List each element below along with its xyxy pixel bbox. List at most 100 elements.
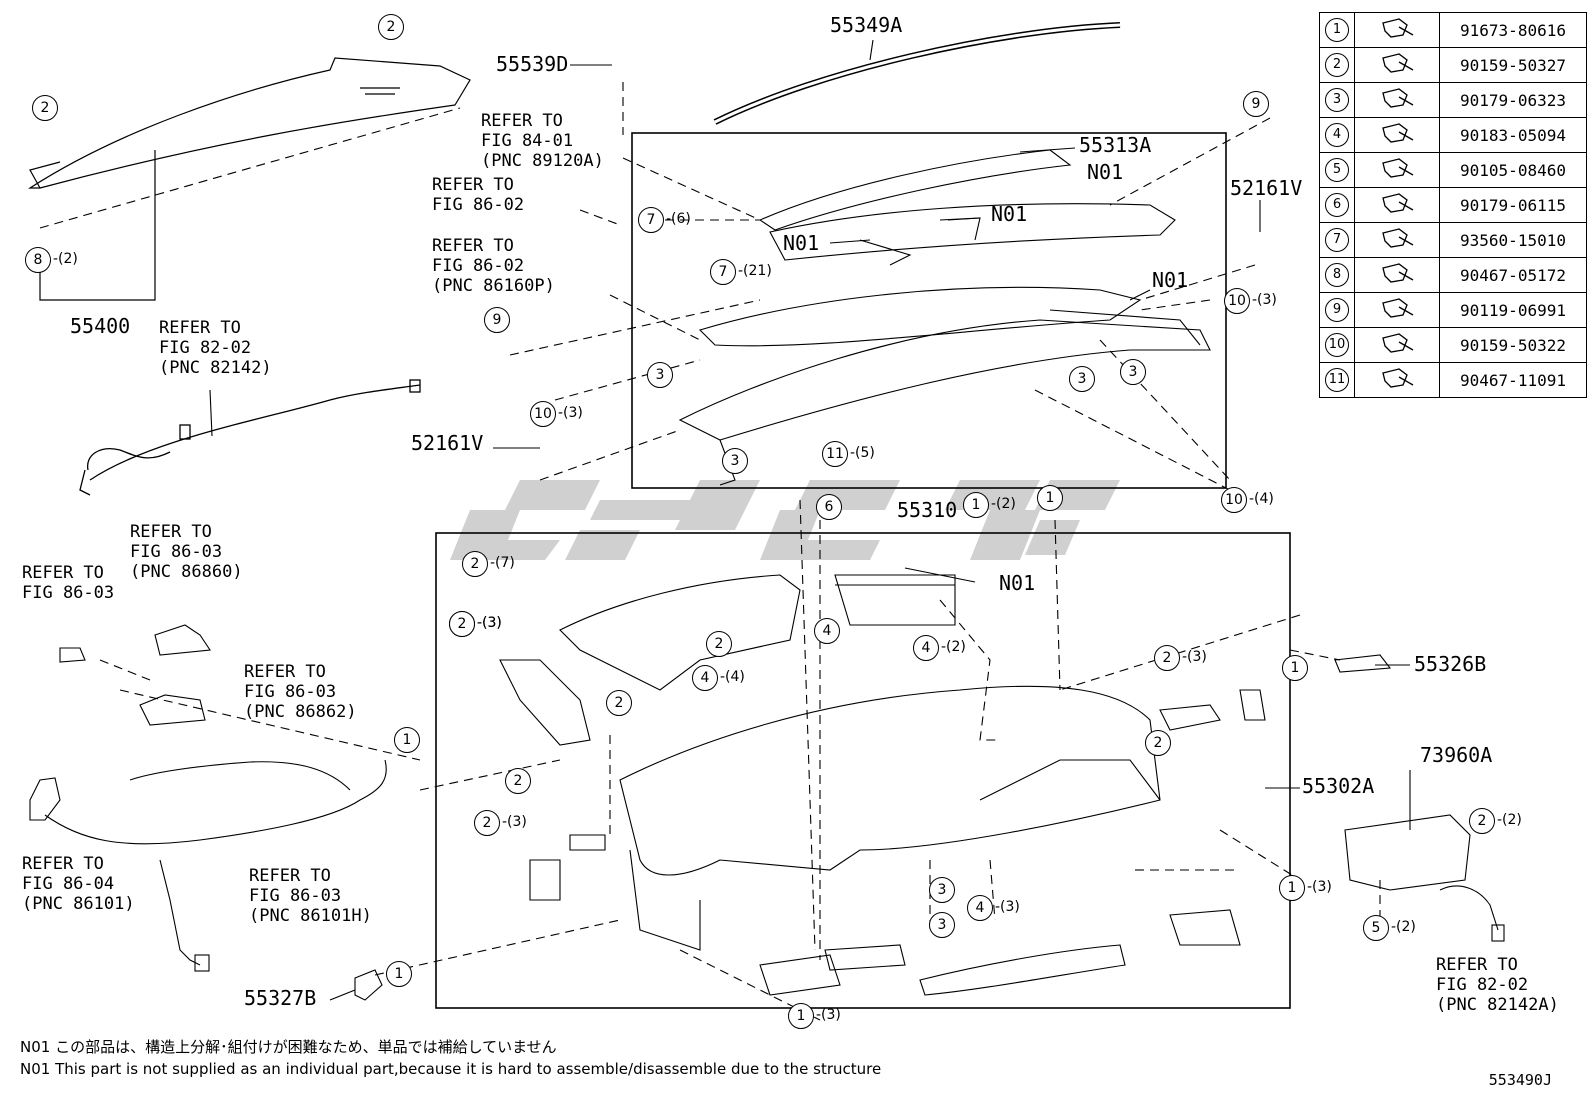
callout-circle: 1	[1279, 875, 1305, 901]
upper-panel-shapes	[678, 149, 1211, 486]
callout-circle: 1	[1282, 655, 1308, 681]
label-n01-e: N01	[999, 571, 1036, 595]
fastener-number: 3	[1325, 88, 1349, 112]
callout-quantity: -(5)	[850, 445, 875, 461]
label-52161V-top: 52161V	[1230, 176, 1303, 200]
fastener-number: 10	[1325, 333, 1349, 357]
callout-quantity: -(4)	[1249, 491, 1274, 507]
callout-circle: 2	[474, 810, 500, 836]
callout-circle: 2	[378, 14, 404, 40]
ref-fig-86-03-86862: REFER TO FIG 86-03 (PNC 86862)	[244, 662, 357, 722]
callout-circle: 1	[963, 492, 989, 518]
fastener-part-number: 93560-15010	[1439, 222, 1587, 258]
leader-lines	[39, 82, 1381, 1021]
upper-assembly-frame	[631, 132, 1227, 489]
callout-circle: 3	[1120, 359, 1146, 385]
fastener-part-number: 90467-11091	[1439, 362, 1587, 398]
callout-quantity: -(3)	[1182, 649, 1207, 665]
callout-circle: 2	[462, 551, 488, 577]
fastener-icon	[1354, 152, 1440, 188]
fastener-row: 1 91673-80616	[1319, 12, 1587, 48]
callout-quantity: -(2)	[941, 639, 966, 655]
label-52161V-left: 52161V	[411, 431, 484, 455]
callout-quantity: -(3)	[995, 899, 1020, 915]
callout-circle: 1	[788, 1003, 814, 1029]
callout-circle: 3	[722, 448, 748, 474]
fastener-part-number: 90119-06991	[1439, 292, 1587, 328]
callout-circle: 8	[25, 247, 51, 273]
ref-fig-86-03-86101h: REFER TO FIG 86-03 (PNC 86101H)	[249, 866, 372, 926]
callout-circle: 10	[1221, 487, 1247, 513]
fastener-row: 8 90467-05172	[1319, 257, 1587, 293]
fastener-part-number: 90159-50322	[1439, 327, 1587, 363]
callout-circle: 2	[706, 631, 732, 657]
callout-circle: 2	[1469, 808, 1495, 834]
callout-circle: 10	[530, 401, 556, 427]
callout-quantity: -(6)	[666, 211, 691, 227]
fastener-icon	[1354, 362, 1440, 398]
fastener-number: 7	[1325, 228, 1349, 252]
fastener-icon	[1354, 47, 1440, 83]
callout-circle: 3	[929, 877, 955, 903]
callout-circle: 1	[1037, 485, 1063, 511]
label-n01-a: N01	[1087, 160, 1124, 184]
callout-circle: 2	[32, 95, 58, 121]
ref-fig-86-03-86860: REFER TO FIG 86-03 (PNC 86860)	[130, 522, 243, 582]
fastener-icon	[1354, 222, 1440, 258]
callout-quantity: -(21)	[738, 263, 772, 279]
callout-quantity: -(3)	[1252, 292, 1277, 308]
ref-fig-86-04: REFER TO FIG 86-04 (PNC 86101)	[22, 854, 135, 914]
label-n01-d: N01	[1152, 268, 1189, 292]
note-japanese: N01 この部品は、構造上分解･組付けが困難なため、単品では補給していません	[20, 1038, 557, 1056]
callout-circle: 3	[929, 912, 955, 938]
solid-leaders	[209, 39, 1411, 1001]
callout-quantity: -(2)	[991, 496, 1016, 512]
label-n01-b: N01	[991, 202, 1028, 226]
callout-circle: 2	[449, 611, 475, 637]
callout-circle: 1	[394, 727, 420, 753]
ref-fig-86-03: REFER TO FIG 86-03	[22, 563, 115, 603]
callout-quantity: -(7)	[490, 555, 515, 571]
fastener-icon	[1354, 117, 1440, 153]
label-55313A: 55313A	[1079, 133, 1152, 157]
fastener-number: 5	[1325, 158, 1349, 182]
fastener-number: 8	[1325, 263, 1349, 287]
callout-circle: 2	[1154, 645, 1180, 671]
fastener-row: 10 90159-50322	[1319, 327, 1587, 363]
defroster-panel-shape	[27, 57, 471, 301]
callout-circle: 7	[638, 207, 664, 233]
callout-quantity: -(3)	[1307, 879, 1332, 895]
callout-circle: 1	[386, 961, 412, 987]
callout-circle: 2	[606, 690, 632, 716]
callout-circle: 10	[1224, 288, 1250, 314]
ref-fig-84-01: REFER TO FIG 84-01 (PNC 89120A)	[481, 111, 604, 171]
callout-quantity: -(2)	[1391, 919, 1416, 935]
callout-circle: 2	[1145, 730, 1171, 756]
label-55327B: 55327B	[244, 986, 317, 1010]
watermark	[450, 480, 1120, 560]
fastener-part-number: 90467-05172	[1439, 257, 1587, 293]
callout-quantity: -(3)	[558, 405, 583, 421]
label-55302A: 55302A	[1302, 774, 1375, 798]
note-english: N01 This part is not supplied as an indi…	[20, 1060, 882, 1078]
fastener-row: 7 93560-15010	[1319, 222, 1587, 258]
fastener-icon	[1354, 292, 1440, 328]
fastener-number: 6	[1325, 193, 1349, 217]
fastener-number: 1	[1325, 18, 1349, 42]
ref-fig-82-02-82142a: REFER TO FIG 82-02 (PNC 82142A)	[1436, 955, 1559, 1015]
ref-fig-82-02: REFER TO FIG 82-02 (PNC 82142)	[159, 318, 272, 378]
fastener-icon	[1354, 12, 1440, 48]
callout-circle: 9	[484, 307, 510, 333]
callout-circle: 4	[913, 635, 939, 661]
weatherstrip-shape	[713, 22, 1121, 125]
fastener-icon	[1354, 327, 1440, 363]
fastener-icon	[1354, 82, 1440, 118]
ref-fig-86-02-a: REFER TO FIG 86-02	[432, 175, 525, 215]
lower-panel-shapes	[499, 574, 1266, 996]
fastener-part-number: 91673-80616	[1439, 12, 1587, 48]
